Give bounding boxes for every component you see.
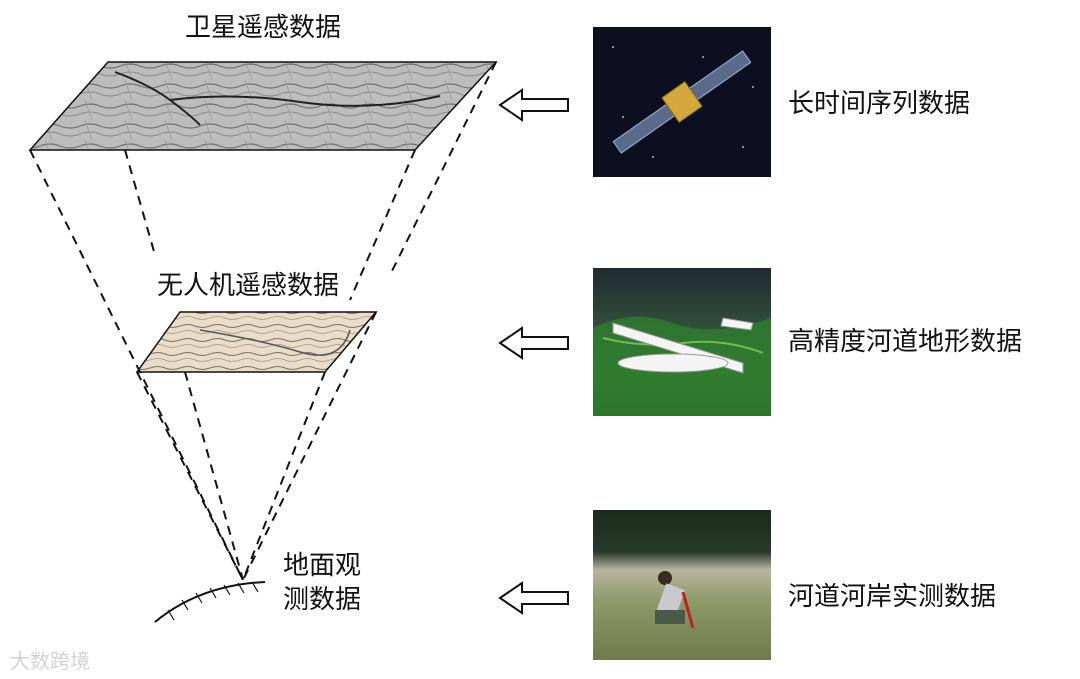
ground-data-label-1: 地面观 bbox=[283, 551, 362, 581]
satellite-photo bbox=[593, 27, 771, 177]
uav-river-line bbox=[199, 329, 351, 356]
river-line bbox=[114, 71, 441, 126]
satellite-image-plane bbox=[28, 61, 498, 151]
long-time-series-label: 长时间序列数据 bbox=[788, 89, 971, 119]
river-bank-survey-label: 河道河岸实测数据 bbox=[788, 582, 997, 612]
projection-lines bbox=[29, 61, 497, 581]
ground-data-label-2: 测数据 bbox=[283, 585, 362, 615]
uav-data-label: 无人机遥感数据 bbox=[157, 271, 340, 301]
satellite-data-label: 卫星遥感数据 bbox=[185, 13, 342, 43]
uav-image-plane bbox=[135, 311, 378, 373]
ground-surface bbox=[154, 581, 266, 623]
ground-hatch bbox=[167, 581, 259, 621]
uav-photo bbox=[593, 268, 771, 416]
arrow-left-icon bbox=[498, 88, 569, 615]
watermark: 大数跨境 bbox=[10, 649, 90, 673]
high-precision-terrain-label: 高精度河道地形数据 bbox=[788, 327, 1023, 357]
field-survey-photo bbox=[593, 510, 771, 660]
